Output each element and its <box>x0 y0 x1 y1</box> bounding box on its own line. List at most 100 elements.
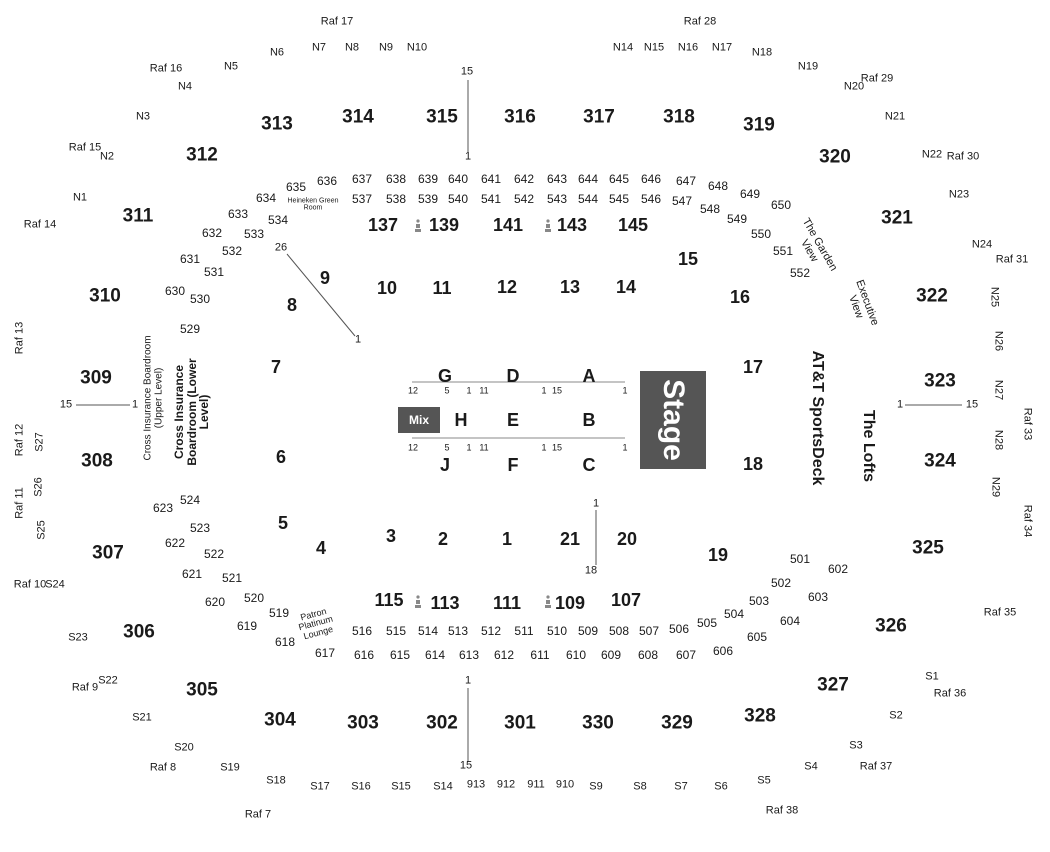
section-646[interactable]: 646 <box>640 172 662 186</box>
row-s23[interactable]: S23 <box>68 631 88 644</box>
row-s14[interactable]: S14 <box>433 780 453 793</box>
section-551[interactable]: 551 <box>772 244 794 258</box>
section-514[interactable]: 514 <box>417 624 439 638</box>
row-s4[interactable]: S4 <box>804 760 818 773</box>
section-303[interactable]: 303 <box>347 712 379 734</box>
section-143[interactable]: 143 <box>556 215 588 235</box>
row-s7[interactable]: S7 <box>674 780 688 793</box>
row-s3[interactable]: S3 <box>849 739 863 752</box>
section-631[interactable]: 631 <box>179 252 201 266</box>
section-504[interactable]: 504 <box>723 607 745 621</box>
row-s9[interactable]: S9 <box>589 780 603 793</box>
row-n6[interactable]: N6 <box>269 46 285 59</box>
section-floor-7[interactable]: 7 <box>270 357 282 377</box>
section-312[interactable]: 312 <box>186 144 218 166</box>
section-519[interactable]: 519 <box>268 606 290 620</box>
section-floor-18[interactable]: 18 <box>742 454 764 474</box>
row-n5[interactable]: N5 <box>223 60 239 73</box>
row-n4[interactable]: N4 <box>177 80 193 93</box>
section-322[interactable]: 322 <box>916 285 948 307</box>
section-115[interactable]: 115 <box>374 590 404 610</box>
floor-g[interactable]: G <box>437 366 453 386</box>
section-531[interactable]: 531 <box>203 265 225 279</box>
section-515[interactable]: 515 <box>385 624 407 638</box>
section-529[interactable]: 529 <box>179 322 201 336</box>
section-503[interactable]: 503 <box>748 594 770 608</box>
section-320[interactable]: 320 <box>819 146 851 168</box>
section-616[interactable]: 616 <box>353 648 375 662</box>
section-530[interactable]: 530 <box>189 292 211 306</box>
section-floor-5[interactable]: 5 <box>277 513 289 533</box>
row-n2[interactable]: N2 <box>99 150 115 163</box>
section-544[interactable]: 544 <box>577 192 599 206</box>
section-floor-1[interactable]: 1 <box>501 529 513 549</box>
row-s15[interactable]: S15 <box>391 780 411 793</box>
section-636[interactable]: 636 <box>316 174 338 188</box>
row-n29[interactable]: N29 <box>989 476 1002 498</box>
section-508[interactable]: 508 <box>608 624 630 638</box>
section-604[interactable]: 604 <box>779 614 801 628</box>
section-139[interactable]: 139 <box>428 215 460 235</box>
rafter-38[interactable]: Raf 38 <box>765 804 799 817</box>
section-539[interactable]: 539 <box>417 192 439 206</box>
section-309[interactable]: 309 <box>80 367 112 389</box>
row-s22[interactable]: S22 <box>98 674 118 687</box>
section-602[interactable]: 602 <box>827 562 849 576</box>
section-316[interactable]: 316 <box>504 106 536 128</box>
row-s8[interactable]: S8 <box>633 780 647 793</box>
the-lofts[interactable]: The Lofts <box>860 410 877 482</box>
row-s2[interactable]: S2 <box>889 709 903 722</box>
att-sportsdeck[interactable]: AT&T SportsDeck <box>809 350 826 486</box>
row-910[interactable]: 910 <box>555 778 575 791</box>
section-537[interactable]: 537 <box>351 192 373 206</box>
section-floor-13[interactable]: 13 <box>559 277 581 297</box>
section-546[interactable]: 546 <box>640 192 662 206</box>
section-321[interactable]: 321 <box>881 207 913 229</box>
section-floor-3[interactable]: 3 <box>385 526 397 546</box>
section-647[interactable]: 647 <box>675 174 697 188</box>
section-639[interactable]: 639 <box>417 172 439 186</box>
section-541[interactable]: 541 <box>480 192 502 206</box>
section-109[interactable]: 109 <box>554 593 586 613</box>
section-floor-2[interactable]: 2 <box>437 529 449 549</box>
section-532[interactable]: 532 <box>221 244 243 258</box>
rafter-9[interactable]: Raf 9 <box>71 681 99 694</box>
section-548[interactable]: 548 <box>699 202 721 216</box>
section-606[interactable]: 606 <box>712 644 734 658</box>
rafter-11[interactable]: Raf 11 <box>13 487 26 519</box>
row-913[interactable]: 913 <box>466 778 486 791</box>
section-512[interactable]: 512 <box>480 624 502 638</box>
section-137[interactable]: 137 <box>367 215 399 235</box>
section-648[interactable]: 648 <box>707 179 729 193</box>
row-n1[interactable]: N1 <box>72 191 88 204</box>
floor-e[interactable]: E <box>506 410 520 430</box>
cross-insurance-boardroom-upper[interactable]: Cross Insurance Boardroom (Upper Level) <box>142 335 165 461</box>
section-533[interactable]: 533 <box>243 227 265 241</box>
section-638[interactable]: 638 <box>385 172 407 186</box>
section-611[interactable]: 611 <box>530 648 550 662</box>
section-floor-15[interactable]: 15 <box>677 249 699 269</box>
row-n24[interactable]: N24 <box>971 238 993 251</box>
row-s19[interactable]: S19 <box>220 761 240 774</box>
section-607[interactable]: 607 <box>675 648 697 662</box>
section-538[interactable]: 538 <box>385 192 407 206</box>
section-319[interactable]: 319 <box>743 114 775 136</box>
rafter-16[interactable]: Raf 16 <box>149 62 183 75</box>
section-509[interactable]: 509 <box>577 624 599 638</box>
section-619[interactable]: 619 <box>236 619 258 633</box>
section-507[interactable]: 507 <box>638 624 660 638</box>
rafter-33[interactable]: Raf 33 <box>1021 407 1034 441</box>
rafter-28[interactable]: Raf 28 <box>683 15 717 28</box>
section-547[interactable]: 547 <box>671 194 693 208</box>
cross-insurance-boardroom-lower[interactable]: Cross Insurance Boardroom (Lower Level) <box>172 358 212 466</box>
section-floor-21[interactable]: 21 <box>559 529 581 549</box>
floor-a[interactable]: A <box>582 366 596 386</box>
floor-f[interactable]: F <box>507 455 519 475</box>
rafter-17[interactable]: Raf 17 <box>320 15 354 28</box>
row-s25[interactable]: S25 <box>35 520 48 540</box>
section-614[interactable]: 614 <box>424 648 446 662</box>
rafter-10[interactable]: Raf 10 <box>13 578 47 591</box>
section-623[interactable]: 623 <box>152 501 174 515</box>
section-floor-16[interactable]: 16 <box>729 287 751 307</box>
section-floor-8[interactable]: 8 <box>286 295 298 315</box>
